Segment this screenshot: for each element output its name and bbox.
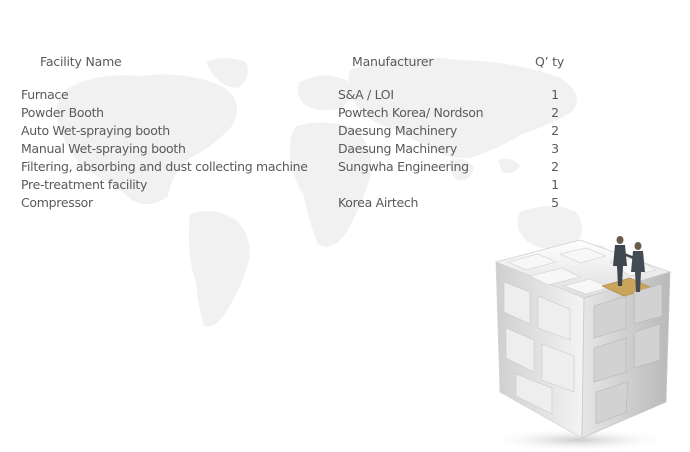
manufacturer-cell: Daesung Machinery [338,141,458,156]
qty-cell: 1 [551,177,559,192]
table-row: Filtering, absorbing and dust collecting… [0,159,690,177]
cube-handshake-illustration [483,236,673,452]
manufacturer-cell: S&A / LOI [338,87,394,102]
manufacturer-cell: Korea Airtech [338,195,419,210]
qty-cell: 2 [551,105,559,120]
header-facility-name: Facility Name [40,54,122,69]
header-manufacturer: Manufacturer [352,54,434,69]
table-row: Powder Booth Powtech Korea/ Nordson 2 [0,105,690,123]
businessmen-icon [613,236,645,292]
qty-cell: 2 [551,159,559,174]
header-qty: Q’ ty [535,54,565,69]
manufacturer-cell: Sungwha Engineering [338,159,469,174]
facility-name-cell: Compressor [21,195,93,210]
facility-name-cell: Furnace [21,87,69,102]
facility-name-cell: Manual Wet-spraying booth [21,141,186,156]
qty-cell: 3 [551,141,559,156]
manufacturer-cell: Powtech Korea/ Nordson [338,105,484,120]
table-row: Manual Wet-spraying booth Daesung Machin… [0,141,690,159]
facility-name-cell: Filtering, absorbing and dust collecting… [21,159,308,174]
facility-name-cell: Pre-treatment facility [21,177,148,192]
table-row: Auto Wet-spraying booth Daesung Machiner… [0,123,690,141]
facility-name-cell: Powder Booth [21,105,104,120]
qty-cell: 5 [551,195,559,210]
facility-name-cell: Auto Wet-spraying booth [21,123,170,138]
table-row: Furnace S&A / LOI 1 [0,87,690,105]
table-row: Compressor Korea Airtech 5 [0,195,690,213]
table-row: Pre-treatment facility 1 [0,177,690,195]
manufacturer-cell: Daesung Machinery [338,123,458,138]
qty-cell: 2 [551,123,559,138]
qty-cell: 1 [551,87,559,102]
